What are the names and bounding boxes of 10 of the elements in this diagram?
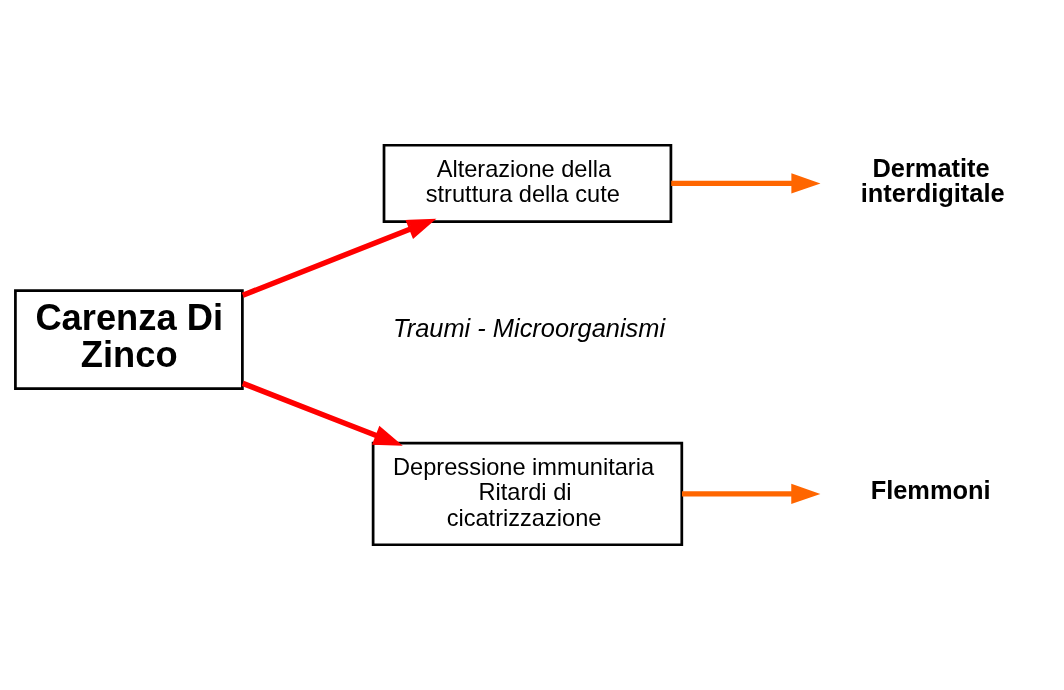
node-box: Alterazione della struttura della cute: [382, 143, 673, 223]
label: Traumi - Microorganismi: [393, 314, 666, 343]
arrow: [671, 173, 821, 194]
arrow: [241, 218, 437, 298]
node-text: Dermatite interdigitale: [860, 153, 1005, 207]
node-box: Depressione immunitaria Ritardi di cicatrizzazione: [371, 441, 684, 547]
arrow: [241, 380, 403, 446]
arrow: [682, 483, 821, 505]
node-text: Flemmoni: [870, 475, 991, 504]
node-box: Carenza Di Zinco: [14, 289, 244, 390]
